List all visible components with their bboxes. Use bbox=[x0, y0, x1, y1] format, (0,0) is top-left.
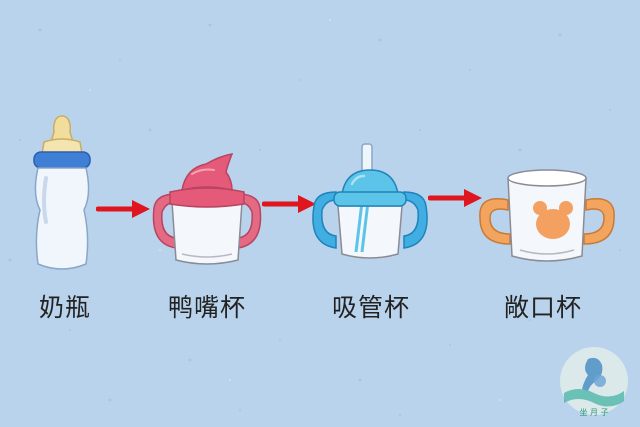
baby-bottle-icon bbox=[33, 115, 91, 270]
arrow-1-icon bbox=[96, 200, 150, 218]
stage-label-bottle: 奶瓶 bbox=[38, 293, 91, 322]
duckbill-cup-icon bbox=[152, 153, 262, 265]
watermark-text: 坐 月 子 bbox=[579, 408, 608, 417]
arrow-3-icon bbox=[428, 189, 482, 207]
stage-label-duckbill-cup: 鸭嘴杯 bbox=[167, 293, 246, 322]
stage-label-open-cup: 敞口杯 bbox=[503, 293, 582, 322]
open-cup-icon bbox=[479, 169, 615, 262]
straw-cup-icon bbox=[312, 143, 428, 259]
arrow-2-icon bbox=[262, 195, 316, 213]
mother-baby-logo-icon: 坐 月 子 bbox=[560, 347, 628, 417]
stage-label-straw-cup: 吸管杯 bbox=[331, 293, 410, 322]
